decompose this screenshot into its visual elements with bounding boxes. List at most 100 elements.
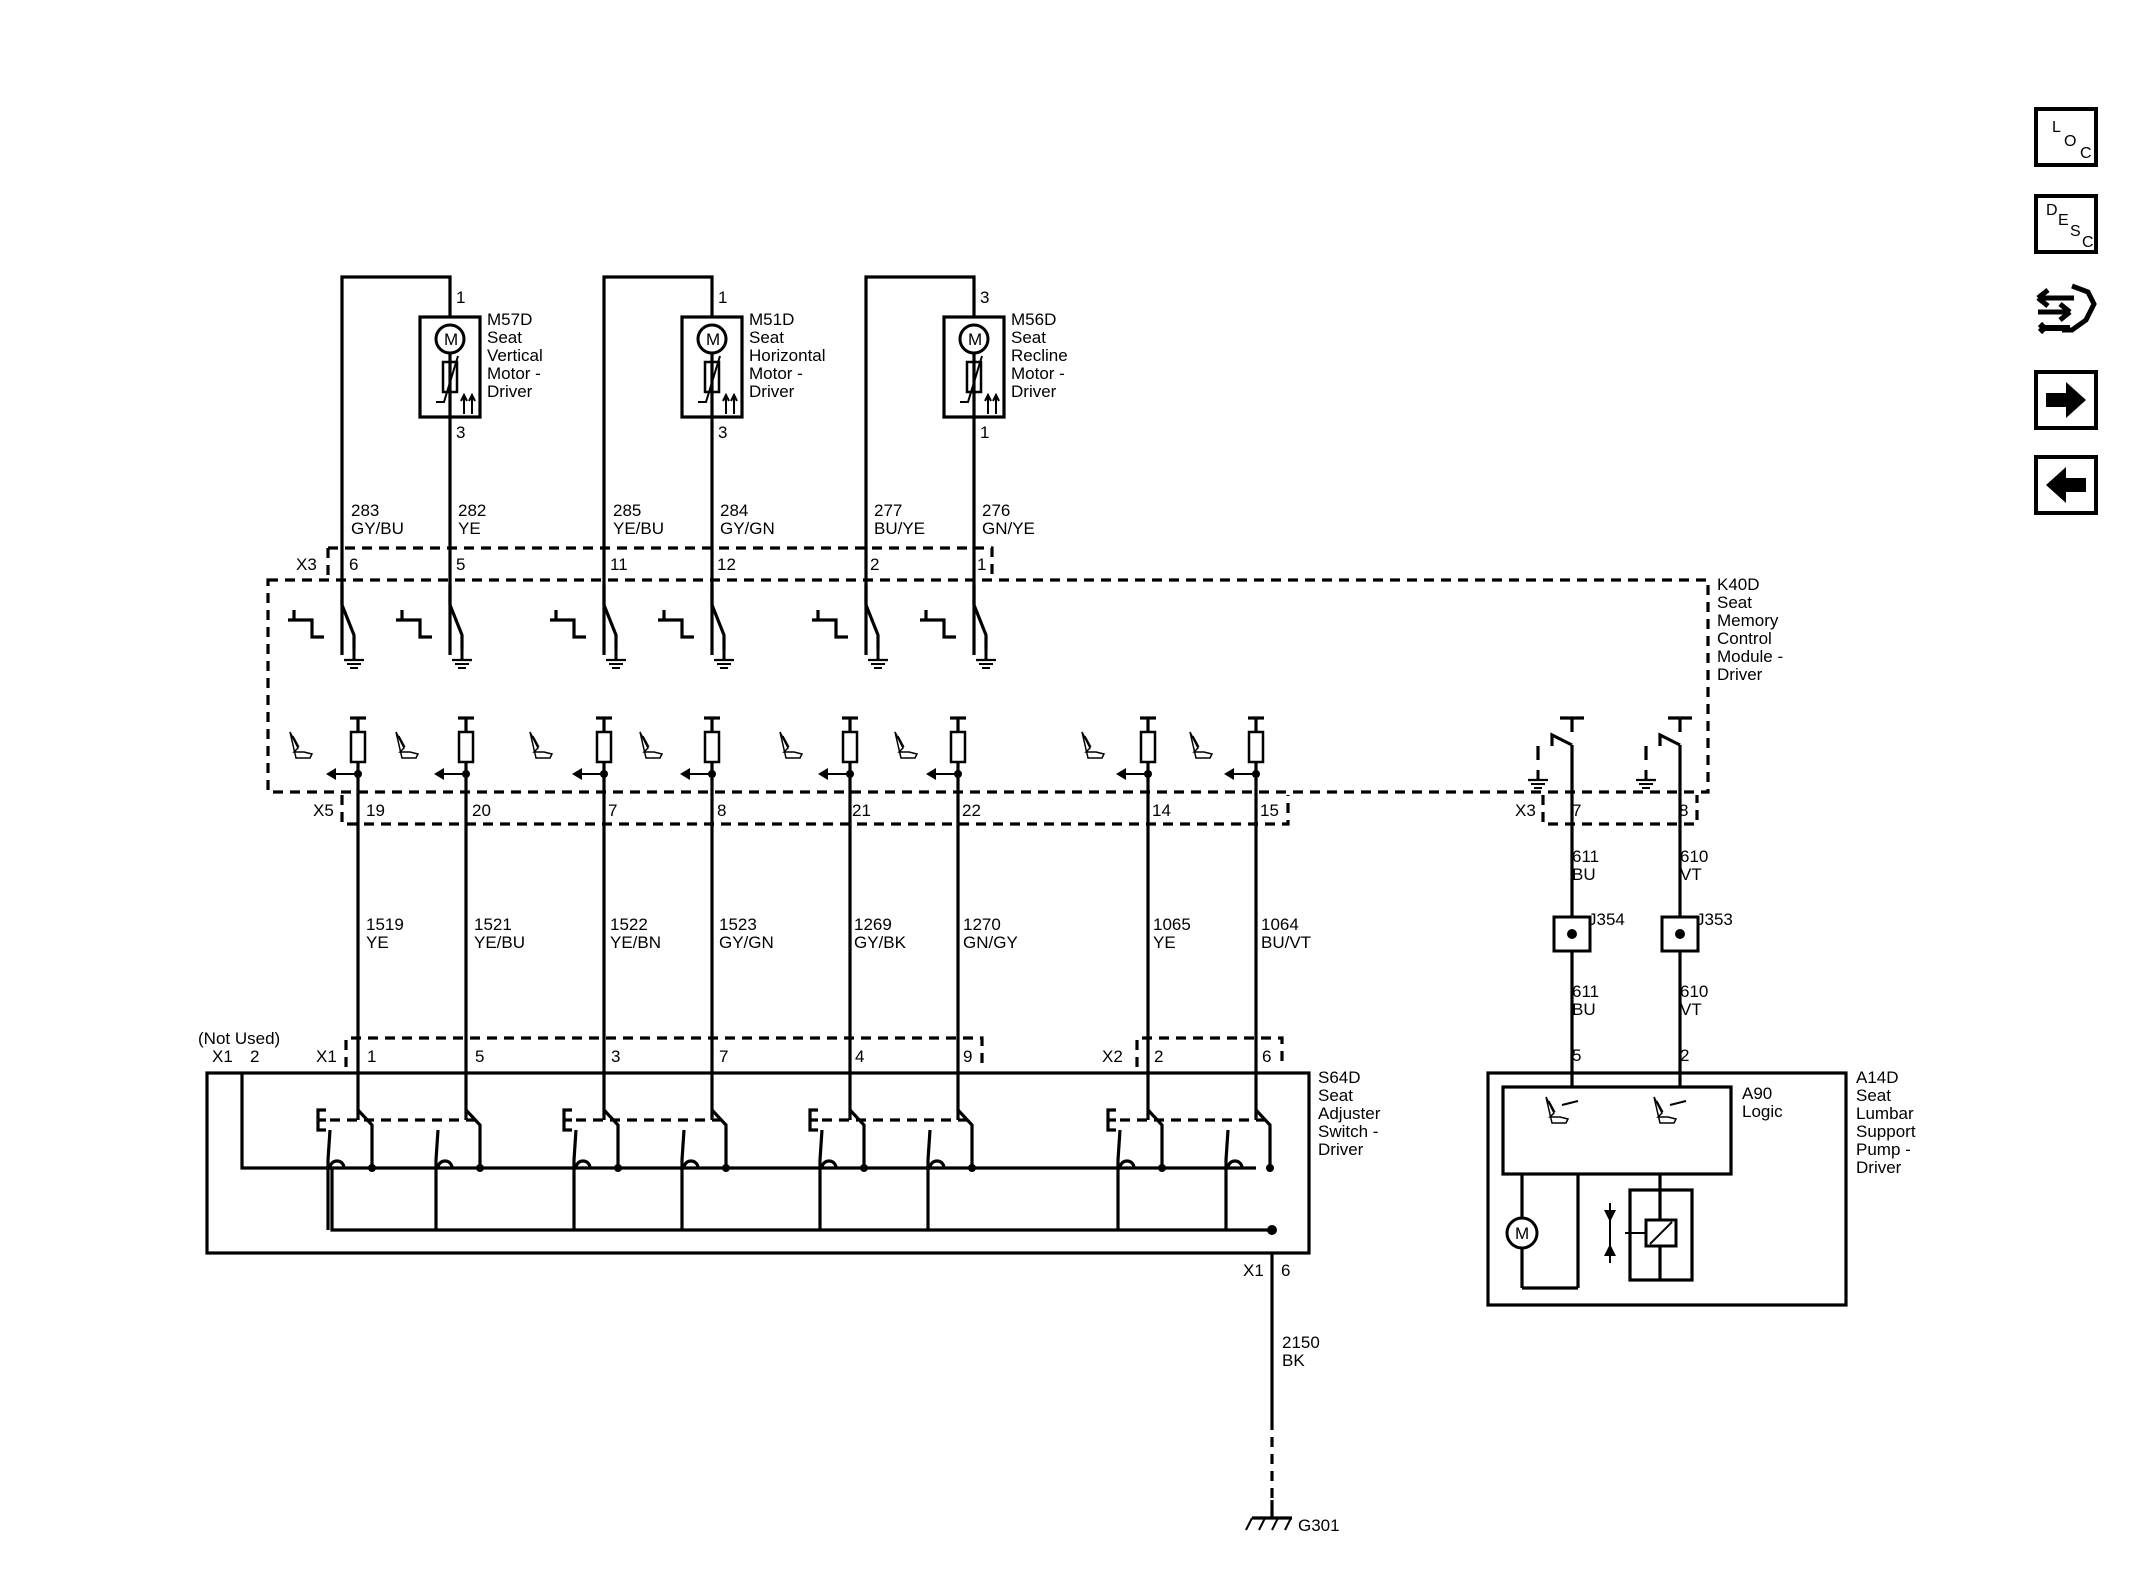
seat-icon xyxy=(1189,731,1213,759)
svg-text:7: 7 xyxy=(719,1047,728,1066)
arrow-left-icon xyxy=(2046,467,2086,503)
desc-button[interactable]: D E S C xyxy=(2034,194,2098,254)
svg-text:M56D: M56D xyxy=(1011,310,1056,329)
relay-contact xyxy=(864,585,880,650)
svg-text:282: 282 xyxy=(458,501,486,520)
motor-letter: M xyxy=(706,330,720,349)
svg-text:1269: 1269 xyxy=(854,915,892,934)
switch-bus-bottom xyxy=(330,1168,1272,1232)
arrow-icon xyxy=(434,768,444,780)
connector-x3-bottom: X3 7 8 xyxy=(1515,795,1699,826)
svg-text:M: M xyxy=(1515,1224,1529,1243)
arrow-icon xyxy=(680,768,690,780)
lumbar-wire-labels: 611 BU 610 VT 611 BU 610 VT J354 J353 5 … xyxy=(1572,847,1733,1065)
motor-m57d-label: M57D Seat Vertical Motor - Driver 1 3 xyxy=(456,288,543,442)
back-button[interactable] xyxy=(2034,455,2098,515)
svg-text:Driver: Driver xyxy=(1856,1158,1902,1177)
svg-text:Motor -: Motor - xyxy=(487,364,541,383)
svg-text:Seat: Seat xyxy=(1856,1086,1891,1105)
seat-icon xyxy=(639,731,663,759)
ground-icon xyxy=(712,648,736,670)
svg-text:20: 20 xyxy=(472,801,491,820)
svg-text:Memory: Memory xyxy=(1717,611,1779,630)
svg-text:X3: X3 xyxy=(296,555,317,574)
svg-text:Motor -: Motor - xyxy=(1011,364,1065,383)
svg-text:1: 1 xyxy=(367,1047,376,1066)
svg-text:Driver: Driver xyxy=(1318,1140,1364,1159)
svg-text:Switch -: Switch - xyxy=(1318,1122,1378,1141)
switch-contact-lower xyxy=(1224,1129,1230,1230)
switch-actuator xyxy=(808,1108,818,1132)
svg-text:(Not Used): (Not Used) xyxy=(198,1029,280,1048)
svg-text:Seat: Seat xyxy=(487,328,522,347)
svg-text:7: 7 xyxy=(1572,801,1581,820)
arrow-icon xyxy=(926,768,936,780)
svg-text:1: 1 xyxy=(977,555,986,574)
relay-contact xyxy=(448,585,464,650)
svg-text:7: 7 xyxy=(608,801,617,820)
svg-text:X1: X1 xyxy=(316,1047,337,1066)
svg-text:YE: YE xyxy=(458,519,481,538)
connector-s64d-x1-x2: (Not Used) X1 2 X1 1 5 3 7 4 9 X2 2 6 xyxy=(198,1029,1284,1067)
resistor-icon xyxy=(349,730,367,764)
ground-icon xyxy=(866,648,890,670)
switch-contact xyxy=(710,1108,728,1168)
svg-text:X2: X2 xyxy=(1102,1047,1123,1066)
next-button[interactable] xyxy=(2034,370,2098,430)
svg-text:J354: J354 xyxy=(1588,910,1625,929)
relay-contact xyxy=(710,585,726,650)
svg-text:11: 11 xyxy=(610,555,628,574)
switch-actuator xyxy=(562,1108,572,1132)
svg-text:K40D: K40D xyxy=(1717,575,1760,594)
arrow-icon xyxy=(818,768,828,780)
svg-text:YE/BU: YE/BU xyxy=(613,519,664,538)
svg-text:1521: 1521 xyxy=(474,915,512,934)
connector-x5: X5 19 20 7 8 21 22 14 15 xyxy=(313,795,1290,826)
svg-text:2: 2 xyxy=(1680,1046,1689,1065)
svg-text:8: 8 xyxy=(717,801,726,820)
relay-contact xyxy=(1658,732,1681,747)
svg-text:4: 4 xyxy=(855,1047,864,1066)
seat-icon xyxy=(289,731,313,759)
connector-x3-top: X3 6 5 11 12 2 1 xyxy=(296,546,994,576)
logic-a90 xyxy=(1501,1085,1733,1176)
svg-text:GY/GN: GY/GN xyxy=(720,519,775,538)
svg-text:Pump -: Pump - xyxy=(1856,1140,1911,1159)
svg-text:BU/YE: BU/YE xyxy=(874,519,925,538)
svg-text:14: 14 xyxy=(1152,801,1171,820)
switch-contact-lower xyxy=(926,1129,932,1230)
svg-text:Horizontal: Horizontal xyxy=(749,346,826,365)
module-inputs xyxy=(289,716,1265,780)
svg-text:S64D: S64D xyxy=(1318,1068,1361,1087)
svg-text:5: 5 xyxy=(475,1047,484,1066)
wire-crossover xyxy=(928,1159,946,1169)
svg-text:1522: 1522 xyxy=(610,915,648,934)
relay-coil xyxy=(812,610,848,639)
motor-letter: M xyxy=(968,330,982,349)
svg-text:Module -: Module - xyxy=(1717,647,1783,666)
switch-contact xyxy=(1254,1108,1272,1168)
svg-text:2: 2 xyxy=(250,1047,259,1066)
resistor-icon xyxy=(1247,730,1265,764)
loc-button[interactable]: L O C xyxy=(2034,107,2098,167)
svg-text:YE/BU: YE/BU xyxy=(474,933,525,952)
ground-icon xyxy=(1526,768,1550,790)
relay-coil xyxy=(658,610,694,639)
connector-tool-icon[interactable] xyxy=(2034,280,2098,344)
svg-text:6: 6 xyxy=(349,555,358,574)
svg-text:284: 284 xyxy=(720,501,748,520)
motor-feed-wire xyxy=(340,275,452,655)
motor-letter: M xyxy=(444,330,458,349)
svg-text:Driver: Driver xyxy=(749,382,795,401)
svg-text:21: 21 xyxy=(852,801,871,820)
svg-text:8: 8 xyxy=(1679,801,1688,820)
s64d-label: S64D Seat Adjuster Switch - Driver xyxy=(1318,1068,1381,1159)
arrow-icon xyxy=(1224,768,1234,780)
arrow-icon xyxy=(1116,768,1126,780)
a14d-label: A14D Seat Lumbar Support Pump - Driver xyxy=(1856,1068,1916,1177)
relay-contact xyxy=(340,585,356,650)
svg-text:6: 6 xyxy=(1281,1261,1290,1280)
wire-crossover xyxy=(820,1159,838,1169)
seat-icon xyxy=(779,731,803,759)
switch-contact xyxy=(356,1108,374,1168)
